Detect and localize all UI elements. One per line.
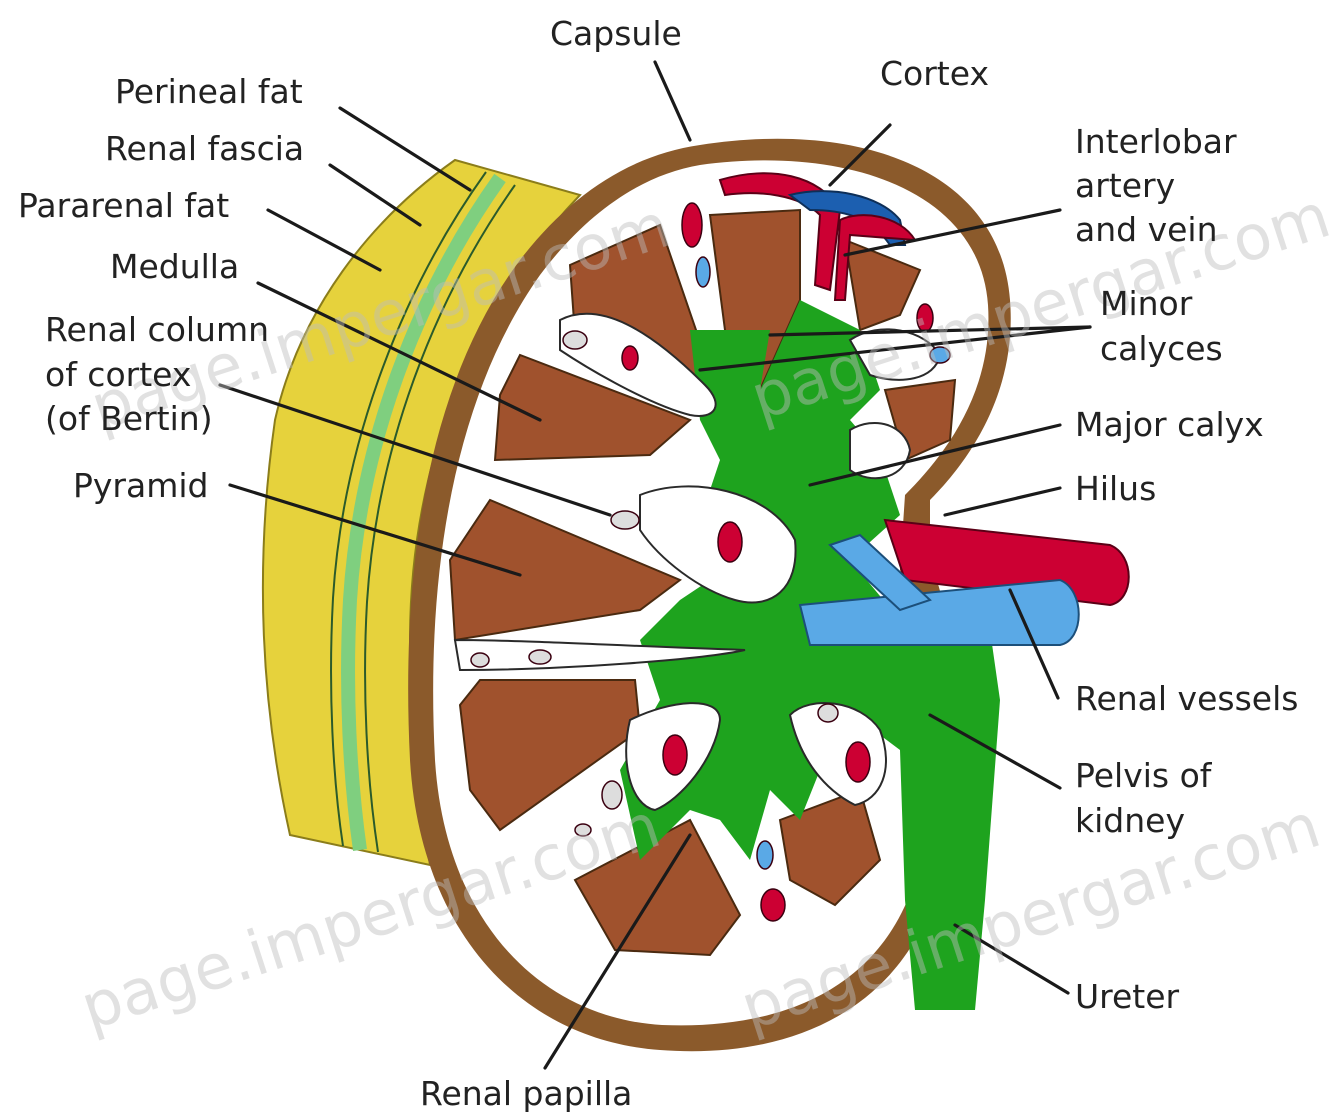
leader-hilus (945, 488, 1060, 515)
vein-section (818, 704, 838, 722)
label-ureter: Ureter (1075, 977, 1180, 1016)
label-interlobar-2: artery (1075, 166, 1175, 205)
label-renal-column-1: Renal column (45, 310, 269, 349)
label-cortex: Cortex (880, 54, 989, 93)
label-capsule: Capsule (550, 14, 682, 53)
artery-section (663, 735, 687, 775)
leader-perineal-fat (340, 108, 470, 190)
label-pararenal-fat: Pararenal fat (18, 186, 229, 225)
label-hilus: Hilus (1075, 469, 1156, 508)
label-interlobar-1: Interlobar (1075, 122, 1237, 161)
label-minor-calyces-1: Minor (1100, 284, 1193, 323)
vein-section (529, 650, 551, 664)
artery-section (761, 889, 785, 921)
vein-section (611, 511, 639, 529)
label-renal-papilla: Renal papilla (420, 1074, 632, 1113)
label-renal-vessels: Renal vessels (1075, 679, 1298, 718)
label-pyramid: Pyramid (73, 466, 208, 505)
label-perineal-fat: Perineal fat (115, 72, 303, 111)
label-interlobar-3: and vein (1075, 210, 1218, 249)
artery-section (682, 203, 702, 247)
vein-section (696, 257, 710, 287)
label-minor-calyces-2: calyces (1100, 329, 1223, 368)
artery-section (622, 346, 638, 370)
leader-renal-fascia (330, 165, 420, 225)
vein-section (563, 331, 587, 349)
vein-section (471, 653, 489, 667)
vein-section (757, 841, 773, 869)
label-renal-fascia: Renal fascia (105, 129, 304, 168)
artery-section (718, 522, 742, 562)
label-renal-column-3: (of Bertin) (45, 399, 213, 438)
label-medulla: Medulla (110, 247, 239, 286)
label-major-calyx: Major calyx (1075, 405, 1264, 444)
leader-capsule (655, 62, 690, 140)
leader-pararenal-fat (268, 210, 380, 270)
label-pelvis-2: kidney (1075, 801, 1185, 840)
label-pelvis-1: Pelvis of (1075, 756, 1213, 795)
artery-section (846, 742, 870, 782)
label-renal-column-2: of cortex (45, 355, 191, 394)
